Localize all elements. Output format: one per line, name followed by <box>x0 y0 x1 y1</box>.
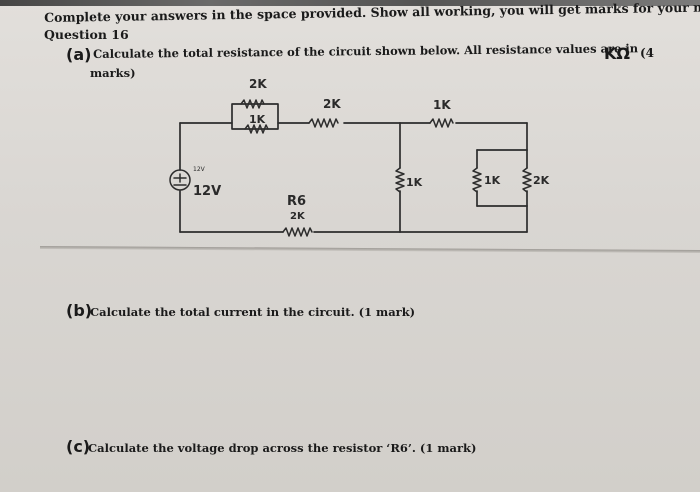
resistor-2k-top-left <box>240 99 265 109</box>
voltage-source-marks <box>173 173 187 186</box>
part-a-marks-end: marks) <box>90 66 136 80</box>
label-inner-left-1k: 1K <box>249 113 266 126</box>
resistor-1k-inner-left <box>244 124 269 134</box>
part-b-label: (b) <box>66 301 93 320</box>
part-c-question: Calculate the voltage drop across the re… <box>88 441 477 455</box>
resistor-2k-middle-top <box>308 118 339 128</box>
parallel-box-right-rails <box>476 149 528 207</box>
label-top-left-2k: 2K <box>249 77 267 91</box>
label-middle-top-2k: 2K <box>323 97 341 111</box>
label-middle-vertical-1k: 1K <box>406 176 423 189</box>
label-r6-value: 2K <box>290 211 305 222</box>
part-a-unit: KΩ <box>604 44 630 63</box>
part-a-label: (a) <box>66 45 92 64</box>
label-source-small: 12V <box>193 166 205 173</box>
resistor-1k-right-top <box>429 118 454 128</box>
label-right-top-1k: 1K <box>433 98 451 112</box>
part-a-marks-start: (4 <box>640 46 655 60</box>
resistor-r6-bottom <box>282 227 313 237</box>
resistor-2k-right-inner-right <box>522 167 532 193</box>
part-b-question: Calculate the total current in the circu… <box>90 305 416 319</box>
resistor-1k-right-inner-left <box>472 167 482 193</box>
voltage-source-symbol <box>169 169 191 191</box>
label-right-inner-left-1k: 1K <box>484 174 501 187</box>
top-edge-shadow <box>0 0 700 6</box>
label-source-large: 12V <box>193 184 222 199</box>
part-c-label: (c) <box>66 437 91 456</box>
parallel-box-right-sides <box>476 149 528 207</box>
resistor-1k-middle-vertical <box>395 167 405 193</box>
label-r6-name: R6 <box>287 194 307 209</box>
question-number: Question 16 <box>44 27 129 42</box>
label-right-inner-right-2k: 2K <box>533 174 550 187</box>
